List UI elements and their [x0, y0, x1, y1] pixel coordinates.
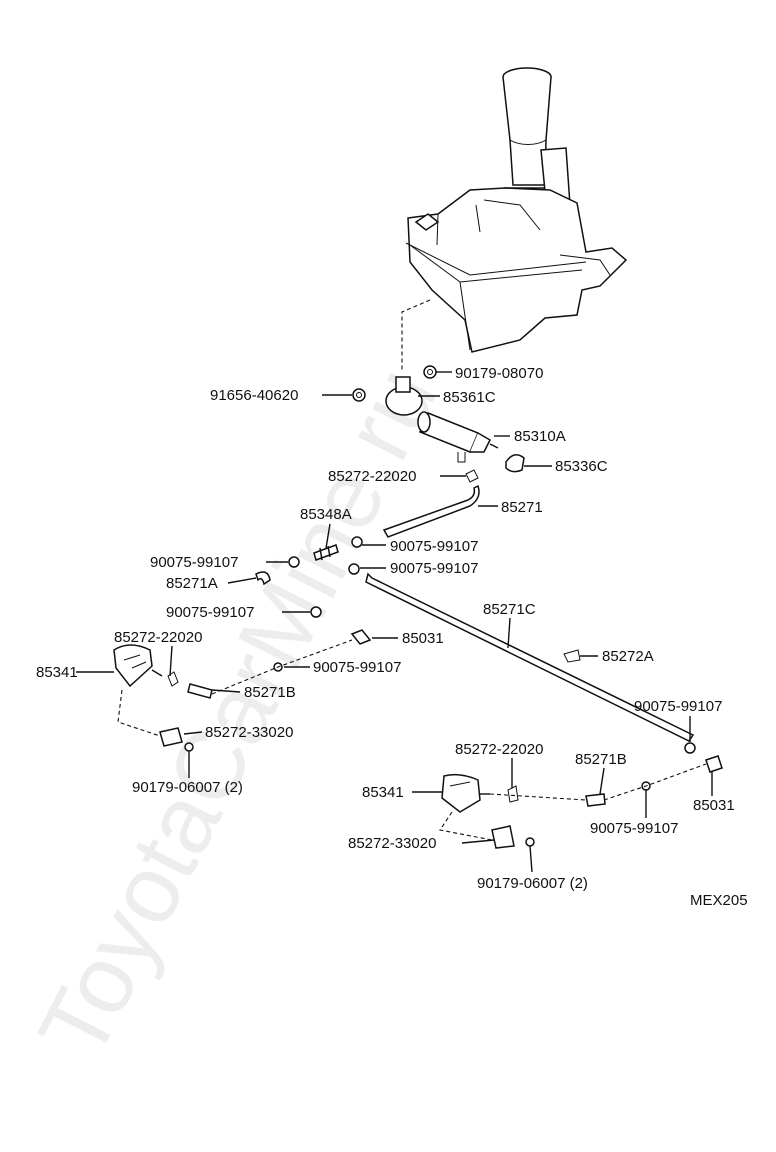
hose-85271A [255, 571, 271, 586]
label-85271B-right: 85271B [575, 751, 627, 768]
label-85272-33020-right: 85272-33020 [348, 835, 436, 852]
label-85336C: 85336C [555, 458, 608, 475]
label-90075-99107-b: 90075-99107 [150, 554, 238, 571]
label-90075-99107-a: 90075-99107 [390, 538, 478, 555]
grommet [288, 556, 300, 568]
label-85272-22020-top: 85272-22020 [328, 468, 416, 485]
label-85271C: 85271C [483, 601, 536, 618]
label-85341-right: 85341 [362, 784, 404, 801]
label-90075-99107-e: 90075-99107 [313, 659, 401, 676]
pump-assembly [352, 365, 525, 483]
nozzle-right [441, 742, 723, 849]
label-90075-99107-c: 90075-99107 [390, 560, 478, 577]
hose-85271 [382, 484, 480, 538]
watermark: ToyotaCarMine.ru [18, 351, 457, 1075]
label-85272-33020-left: 85272-33020 [205, 724, 293, 741]
label-90179-06007-left: 90179-06007 (2) [132, 779, 243, 796]
label-85271: 85271 [501, 499, 543, 516]
label-90075-99107-f: 90075-99107 [634, 698, 722, 715]
label-85348A: 85348A [300, 506, 352, 523]
hose-85271C [365, 572, 695, 742]
label-85271B-left: 85271B [244, 684, 296, 701]
label-85272A: 85272A [602, 648, 654, 665]
label-90075-99107-d: 90075-99107 [166, 604, 254, 621]
label-85272-22020-right: 85272-22020 [455, 741, 543, 758]
part-labels: 90179-08070 91656-40620 85361C 85310A 85… [36, 365, 748, 909]
label-85271A: 85271A [166, 575, 218, 592]
diagram-code: MEX205 [690, 892, 748, 909]
label-90179-06007-right: 90179-06007 (2) [477, 875, 588, 892]
label-85341-left: 85341 [36, 664, 78, 681]
label-91656-40620: 91656-40620 [210, 387, 298, 404]
washer-tank [405, 67, 628, 353]
label-85310A: 85310A [514, 428, 566, 445]
grommet [310, 606, 322, 618]
label-85272-22020-left: 85272-22020 [114, 629, 202, 646]
grommet [351, 536, 363, 548]
grommet [348, 563, 360, 575]
label-90075-99107-g: 90075-99107 [590, 820, 678, 837]
label-90179-08070: 90179-08070 [455, 365, 543, 382]
joint-85348A [313, 544, 339, 561]
leader-lines [76, 371, 713, 873]
label-85031-left: 85031 [402, 630, 444, 647]
clip-85272A [563, 649, 581, 663]
label-85031-right: 85031 [693, 797, 735, 814]
label-85361C: 85361C [443, 389, 496, 406]
